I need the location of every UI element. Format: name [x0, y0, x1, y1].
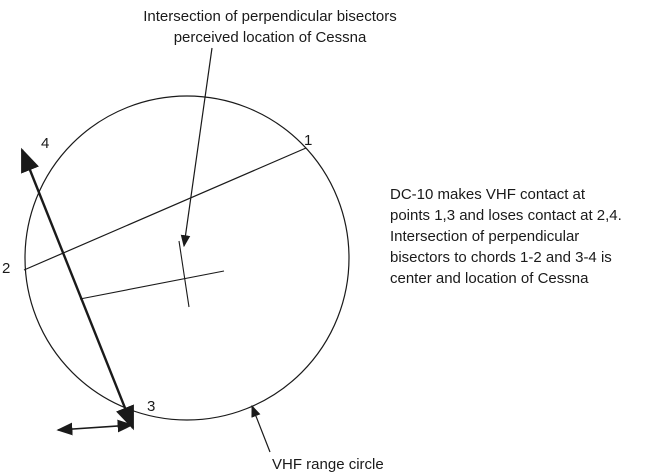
- point-label-4: 4: [41, 135, 50, 152]
- caption-leader-arrow: [180, 47, 213, 248]
- chord-1-2: [23, 147, 307, 271]
- point-label-2: 2: [2, 260, 11, 277]
- range-circle-leader-arrow: [251, 404, 271, 453]
- perp-bisector-3-4: [79, 270, 225, 300]
- distance-double-arrow: [56, 419, 134, 436]
- point-label-3: 3: [147, 398, 156, 415]
- dc10-track-line: [20, 147, 135, 431]
- bottom-caption: VHF range circle: [272, 456, 384, 473]
- perp-bisector-1-2: [178, 240, 190, 308]
- vhf-range-circle: [24, 95, 350, 421]
- top-caption: Intersection of perpendicular bisectors …: [143, 8, 397, 46]
- point-label-1: 1: [304, 132, 313, 149]
- side-note: DC-10 makes VHF contact at points 1,3 an…: [390, 186, 622, 287]
